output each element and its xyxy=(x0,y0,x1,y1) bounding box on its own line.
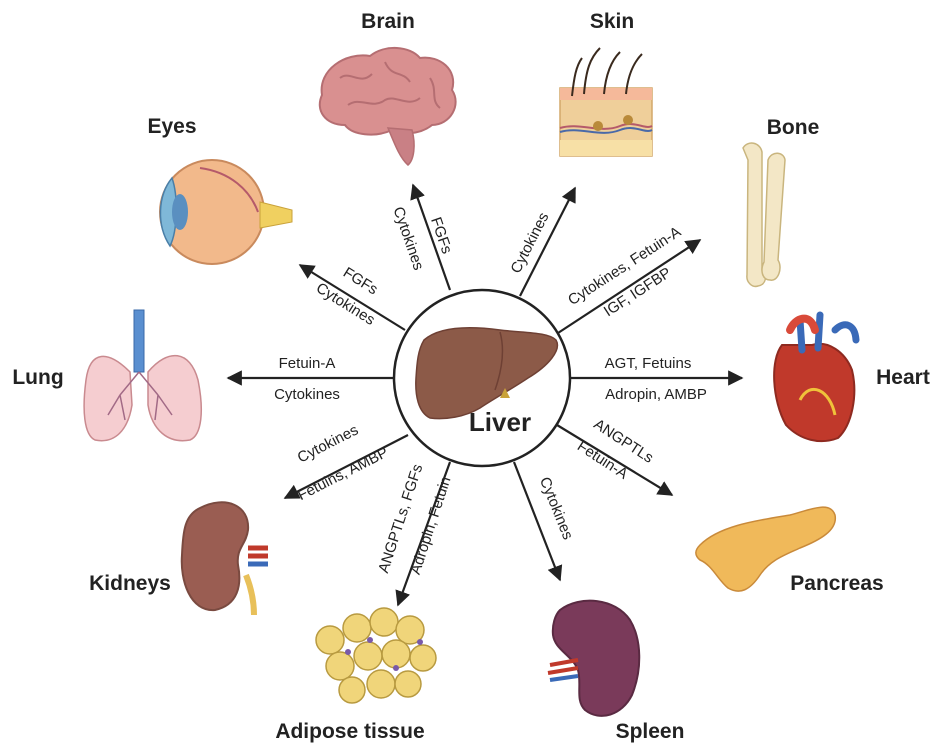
spleen-label: Spleen xyxy=(616,720,685,743)
heart-icon xyxy=(774,315,856,441)
skin-icon xyxy=(560,48,652,156)
kidney-icon xyxy=(182,502,268,615)
skin-organ: Skin xyxy=(560,10,652,156)
bone-organ: Bone xyxy=(743,116,819,286)
adipose-organ: Adipose tissue xyxy=(275,608,436,743)
bone-label: Bone xyxy=(767,116,820,139)
lung-label-1: Fetuin-A xyxy=(279,355,336,372)
eyes-organ: Eyes xyxy=(147,115,292,264)
lung-label-2: Cytokines xyxy=(274,386,340,403)
brain-icon xyxy=(320,48,456,165)
heart-label-2: Adropin, AMBP xyxy=(605,386,707,403)
spleen-icon xyxy=(548,601,639,716)
skin-label-1: Cytokines xyxy=(507,210,552,276)
kidneys-label: Kidneys xyxy=(89,572,171,595)
eyes-label: Eyes xyxy=(147,115,196,138)
skin-label: Skin xyxy=(590,10,634,33)
lung-label: Lung xyxy=(12,366,63,389)
brain-organ: Brain xyxy=(320,10,456,165)
pancreas-organ: Pancreas xyxy=(696,507,884,595)
heart-organ: Heart xyxy=(774,315,930,441)
bone-icon xyxy=(743,143,785,286)
liver-node: Liver xyxy=(394,290,570,466)
heart-label-1: AGT, Fetuins xyxy=(605,355,692,372)
pancreas-label: Pancreas xyxy=(790,572,883,595)
brain-label: Brain xyxy=(361,10,415,33)
adipose-label: Adipose tissue xyxy=(275,720,424,743)
lung-organ: Lung xyxy=(12,310,201,441)
eye-icon xyxy=(160,160,292,264)
spleen-organ: Spleen xyxy=(548,601,684,743)
heart-label: Heart xyxy=(876,366,930,389)
liver-label: Liver xyxy=(469,407,531,437)
lung-icon xyxy=(84,310,201,441)
brain-label-2: Cytokines xyxy=(389,205,427,273)
kidneys-organ: Kidneys xyxy=(89,502,268,615)
adipose-icon xyxy=(316,608,436,703)
